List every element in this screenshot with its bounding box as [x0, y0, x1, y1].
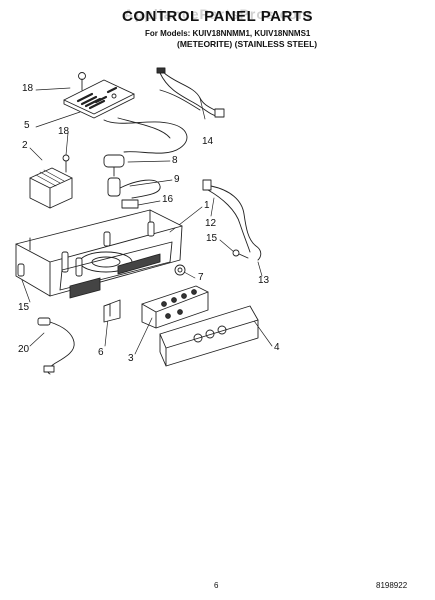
- callout-14: 14: [202, 136, 214, 147]
- lamp-socket-part: [107, 177, 161, 199]
- relay-part: [29, 167, 73, 209]
- front-panel-part: [159, 305, 259, 367]
- models-line: For Models: KUIV18NNMM1, KUIV18NNMS1: [145, 29, 311, 38]
- cord-part: [37, 317, 75, 375]
- callout-3: 3: [128, 353, 134, 364]
- callout-2: 2: [22, 140, 28, 151]
- control-board-part: [63, 79, 135, 119]
- callout-4: 4: [274, 342, 280, 353]
- document-number: 8198922: [376, 581, 408, 590]
- callout-8: 8: [172, 155, 178, 166]
- callout-12: 12: [205, 218, 217, 229]
- callout-13: 13: [258, 275, 270, 286]
- page-title: CONTROL PANEL PARTS: [122, 8, 313, 25]
- bracket-part: [103, 299, 121, 323]
- screw-left-part: [17, 263, 25, 277]
- knob-part: [174, 264, 186, 276]
- screw-right-part: [232, 249, 249, 259]
- clip-part: [121, 199, 139, 209]
- page-number: 6: [214, 581, 219, 590]
- callout-6: 6: [98, 347, 104, 358]
- callout-16: 16: [162, 194, 174, 205]
- sensor-wire-part: [202, 179, 262, 261]
- callout-1: 1: [204, 200, 210, 211]
- callout-18b: 18: [58, 126, 70, 137]
- callout-7: 7: [198, 272, 204, 283]
- switch-part: [103, 154, 125, 177]
- screw-mid-part: [62, 154, 70, 173]
- control-panel-board-part: [141, 285, 209, 329]
- watermark: AppliancePartsPros.com: [123, 6, 312, 22]
- callout-15b: 15: [206, 233, 218, 244]
- callout-15a: 15: [18, 302, 30, 313]
- callout-18a: 18: [22, 83, 34, 94]
- variant-line: (METEORITE) (STAINLESS STEEL): [177, 39, 318, 49]
- control-housing-part: [15, 209, 183, 299]
- callout-9: 9: [174, 174, 180, 185]
- board-wiring: [103, 117, 188, 154]
- callout-5: 5: [24, 120, 30, 131]
- callout-20: 20: [18, 344, 30, 355]
- wire-harness-part: [156, 67, 225, 118]
- screw-top-part: [78, 72, 86, 91]
